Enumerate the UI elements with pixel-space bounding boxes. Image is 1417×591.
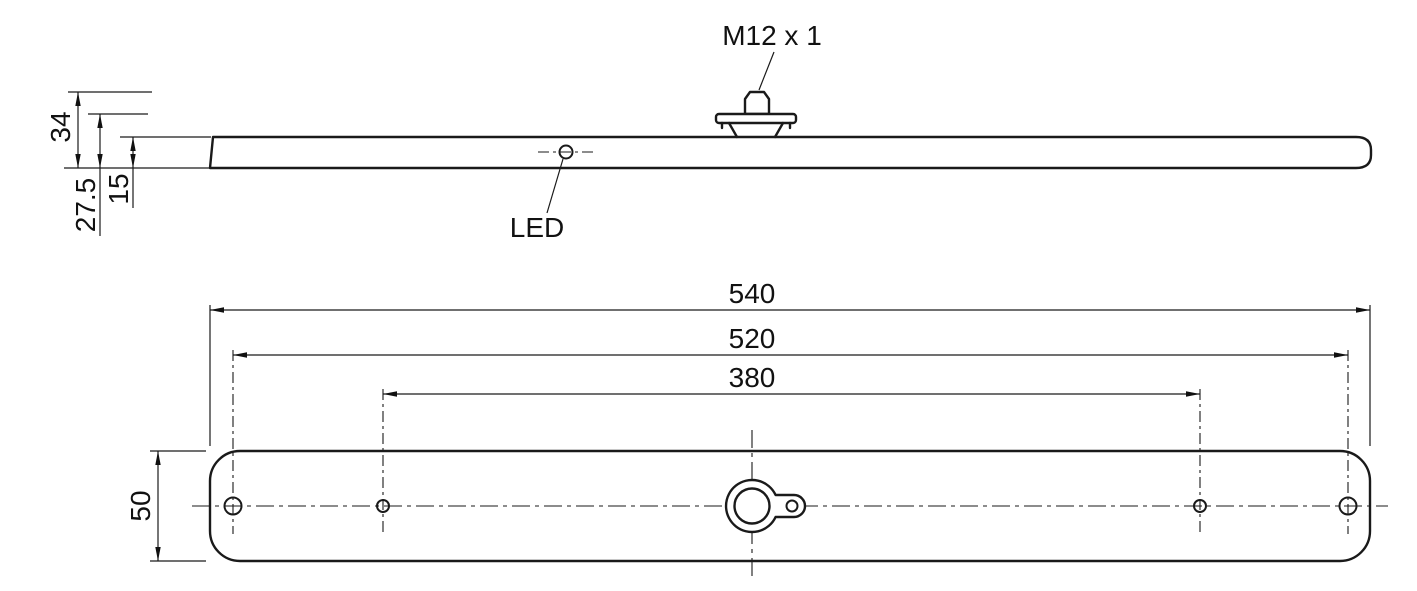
dim-text-50: 50 <box>125 490 156 521</box>
m12-callout: M12 x 1 <box>722 20 822 91</box>
led-indicator <box>538 144 597 160</box>
m12-connector <box>714 90 798 139</box>
side-view: M12 x 1 LED 34 27.5 <box>45 20 1373 243</box>
dim-text-27-5: 27.5 <box>70 178 101 233</box>
m12-label: M12 x 1 <box>722 20 822 51</box>
led-hole <box>558 144 574 160</box>
dim-text-540: 540 <box>729 278 776 309</box>
m12-neck-right <box>773 121 785 139</box>
led-label: LED <box>510 212 564 243</box>
keyhole-slot <box>724 478 807 534</box>
dim-text-34: 34 <box>45 111 76 142</box>
dim-text-380: 380 <box>729 362 776 393</box>
side-view-body-outline <box>208 135 1373 170</box>
dim-flange-height: 27.5 <box>70 113 148 236</box>
dim-overall-length: 540 <box>209 278 1371 446</box>
dim-overall-height: 34 <box>45 91 152 168</box>
m12-nut-outline <box>743 90 771 116</box>
dim-body-width: 50 <box>125 450 206 562</box>
dim-body-thickness: 15 <box>64 136 211 208</box>
m12-leader-line <box>758 51 775 91</box>
keyhole-outer-outline <box>724 478 807 534</box>
top-view: 540 520 380 50 <box>125 278 1388 580</box>
dim-inner-hole-spacing: 380 <box>382 362 1201 534</box>
led-callout: LED <box>510 158 564 243</box>
dim-text-15: 15 <box>103 173 134 204</box>
m12-neck-left <box>727 121 739 139</box>
led-leader-line <box>546 158 564 214</box>
keyhole-main-hole <box>733 487 771 525</box>
keyhole-slot-hole <box>785 499 799 513</box>
m12-flange <box>714 112 798 125</box>
dim-text-520: 520 <box>729 323 776 354</box>
dim-outer-hole-spacing: 520 <box>232 323 1349 534</box>
